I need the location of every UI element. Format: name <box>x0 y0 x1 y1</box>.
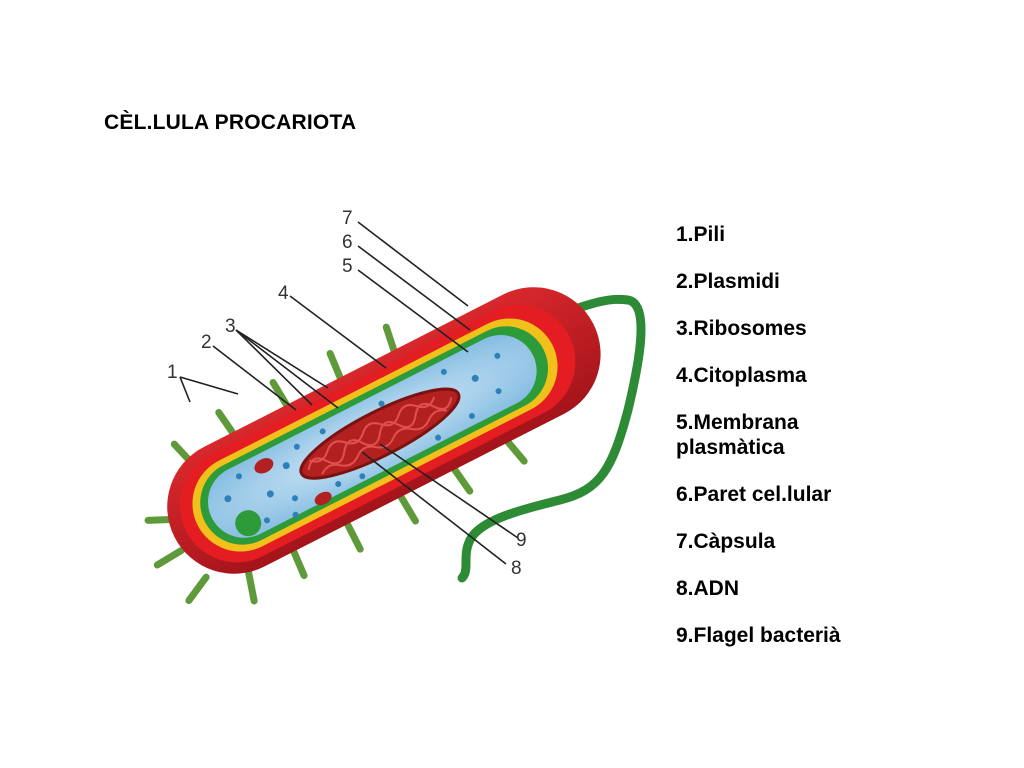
legend-item-ribosomes: 3.Ribosomes <box>676 317 807 340</box>
callout-3: 3 <box>225 316 236 337</box>
legend-item-pili: 1.Pili <box>676 223 726 246</box>
callout-7: 7 <box>342 208 353 229</box>
plasmid <box>254 458 274 474</box>
legend-item-cell-wall: 6.Paret cel.lular <box>676 483 832 506</box>
legend-item-flagellum: 9.Flagel bacterià <box>676 624 841 647</box>
callout-8: 8 <box>511 558 522 579</box>
leader-lines <box>179 221 519 565</box>
callout-9: 9 <box>516 530 527 551</box>
callout-5: 5 <box>342 256 353 277</box>
callout-4: 4 <box>278 283 289 304</box>
callout-2: 2 <box>201 332 212 353</box>
legend-item-plasmid: 2.Plasmidi <box>676 270 780 293</box>
page-title: CÈL.LULA PROCARIOTA <box>104 111 357 134</box>
legend: 1.Pili 2.Plasmidi 3.Ribosomes 4.Citoplas… <box>676 222 1016 670</box>
ribosomes <box>224 352 502 524</box>
pili <box>144 323 528 605</box>
legend-item-plasma-membrane: 5.Membrana plasmàtica <box>676 411 799 459</box>
legend-item-dna: 8.ADN <box>676 577 740 600</box>
flagellum <box>457 294 646 583</box>
callout-6: 6 <box>342 232 353 253</box>
plasmid <box>314 491 332 506</box>
legend-item-cytoplasm: 4.Citoplasma <box>676 364 807 387</box>
dna <box>299 387 461 480</box>
granule <box>235 510 262 537</box>
legend-item-capsule: 7.Càpsula <box>676 530 776 553</box>
callout-1: 1 <box>167 362 178 383</box>
